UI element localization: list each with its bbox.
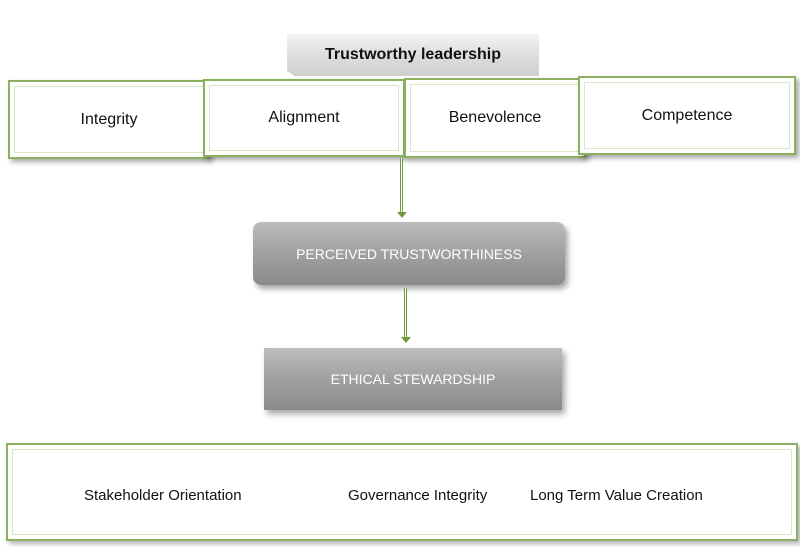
header-title-box: Trustworthy leadership [287,34,539,76]
outcomes-box: Stakeholder Orientation Governance Integ… [6,443,798,541]
perceived-trustworthiness-label: PERCEIVED TRUSTWORTHINESS [296,245,522,262]
attribute-benevolence-label: Benevolence [448,109,542,126]
outcome-stakeholder-orientation: Stakeholder Orientation [84,487,242,504]
arrow-head-down-icon [401,337,411,343]
ethical-stewardship-box: ETHICAL STEWARDSHIP [264,348,562,410]
attribute-alignment-label: Alignment [268,109,340,126]
attribute-integrity-box: Integrity [8,80,210,159]
outcome-governance-integrity: Governance Integrity [348,487,488,504]
arrow-head-down-icon [397,212,407,218]
ethical-stewardship-label: ETHICAL STEWARDSHIP [330,371,496,387]
attribute-integrity-label: Integrity [80,110,138,128]
connector-arrow-2 [404,288,407,338]
attribute-alignment-box: Alignment [203,79,405,157]
connector-arrow-1 [400,158,403,213]
attribute-competence-box: Competence [578,76,796,155]
header-title: Trustworthy leadership [324,46,502,63]
perceived-trustworthiness-box: PERCEIVED TRUSTWORTHINESS [253,222,565,285]
attribute-benevolence-box: Benevolence [404,78,586,158]
outcome-long-term-value-creation: Long Term Value Creation [530,487,703,504]
attribute-competence-label: Competence [641,106,733,124]
